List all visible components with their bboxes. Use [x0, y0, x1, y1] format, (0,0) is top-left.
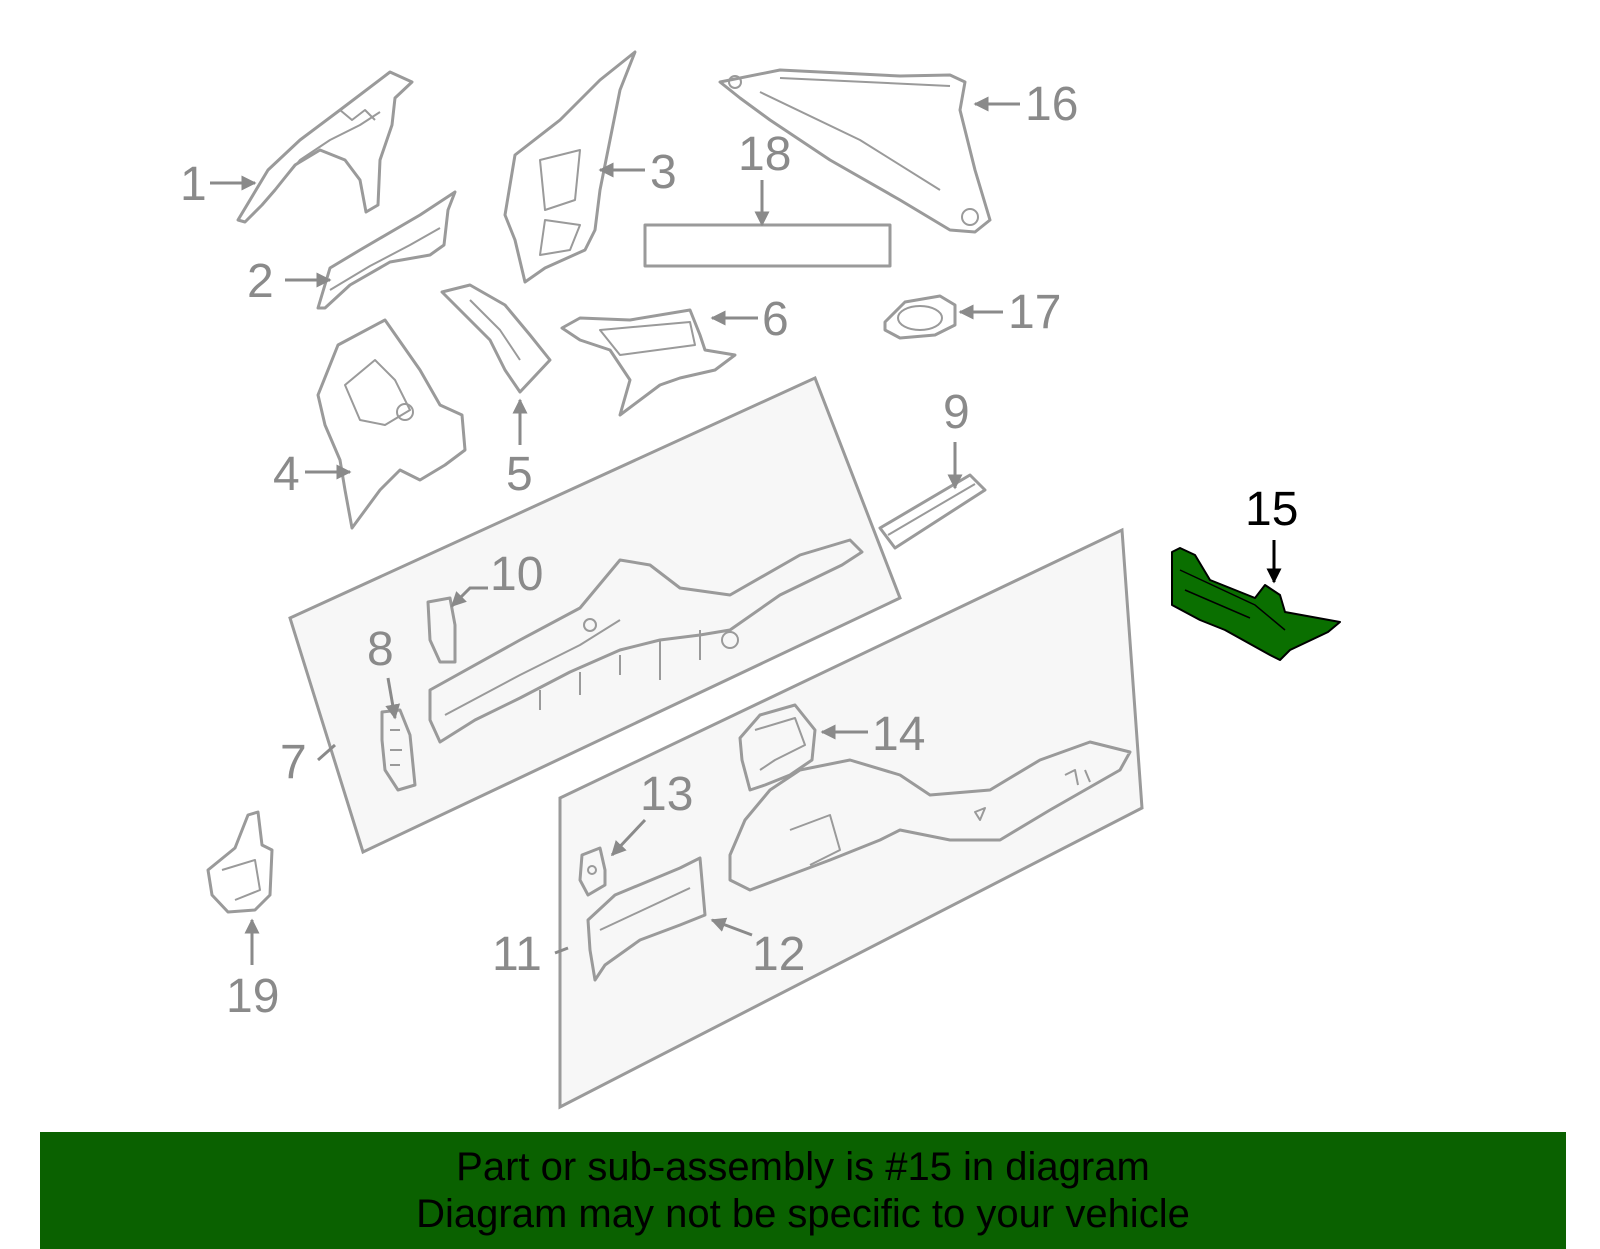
callout-11: 11 — [492, 928, 542, 981]
part-17-mount-ring — [883, 294, 957, 340]
callout-14: 14 — [872, 708, 925, 761]
part-1-wheelhouse-upper — [236, 70, 414, 224]
part-9-rail-trim — [878, 473, 987, 550]
callout-6: 6 — [762, 293, 789, 346]
part-16-strut-brace — [718, 68, 992, 234]
part-11-side-rail — [728, 740, 1132, 892]
info-banner: Part or sub-assembly is #15 in diagram D… — [40, 1132, 1566, 1249]
part-6-crossmember — [560, 308, 737, 417]
part-19-bracket-assembly — [206, 810, 274, 914]
leader-12 — [710, 917, 753, 937]
callout-10: 10 — [490, 548, 543, 601]
callout-1: 1 — [180, 158, 207, 211]
subassembly-panel-11 — [558, 527, 1144, 1110]
callout-7: 7 — [280, 736, 307, 789]
leader-13 — [610, 818, 647, 857]
callout-15-highlighted: 15 — [1245, 483, 1298, 536]
callout-3: 3 — [650, 146, 677, 199]
callout-13: 13 — [640, 768, 693, 821]
part-2-apron-reinforcement — [316, 190, 457, 310]
subassembly-panel-7 — [288, 375, 902, 855]
part-4-side-member-front — [316, 318, 467, 530]
part-5-bracket — [440, 283, 552, 394]
callout-9: 9 — [943, 386, 970, 439]
part-10-gusset — [426, 596, 457, 664]
part-13-patch — [578, 846, 607, 897]
callout-12: 12 — [752, 928, 805, 981]
leader-8 — [385, 677, 401, 720]
leader-7 — [317, 743, 336, 762]
callout-5: 5 — [506, 448, 533, 501]
callout-17: 17 — [1008, 286, 1061, 339]
banner-line-part-number: Part or sub-assembly is #15 in diagram — [456, 1145, 1150, 1189]
part-18-label-plate — [643, 223, 892, 268]
part-8-plate — [380, 708, 417, 792]
callout-labels: 1 2 3 4 5 6 7 8 9 10 11 12 13 14 15 16 1… — [180, 78, 1298, 1023]
callout-19: 19 — [226, 970, 279, 1023]
callout-16: 16 — [1025, 78, 1078, 131]
callout-4: 4 — [273, 448, 300, 501]
part-15-highlighted — [1171, 547, 1341, 661]
part-3-front-pillar — [503, 50, 637, 284]
leader-11 — [554, 946, 569, 955]
leader-arrows — [210, 96, 1282, 965]
callout-2: 2 — [247, 255, 274, 308]
callout-8: 8 — [367, 623, 394, 676]
part-14-pocket — [738, 703, 817, 792]
part-7-frame-rail — [428, 538, 864, 744]
leader-10 — [450, 586, 488, 608]
callout-18: 18 — [738, 128, 791, 181]
part-12-inner-panel — [586, 856, 707, 982]
banner-line-disclaimer: Diagram may not be specific to your vehi… — [416, 1192, 1190, 1236]
